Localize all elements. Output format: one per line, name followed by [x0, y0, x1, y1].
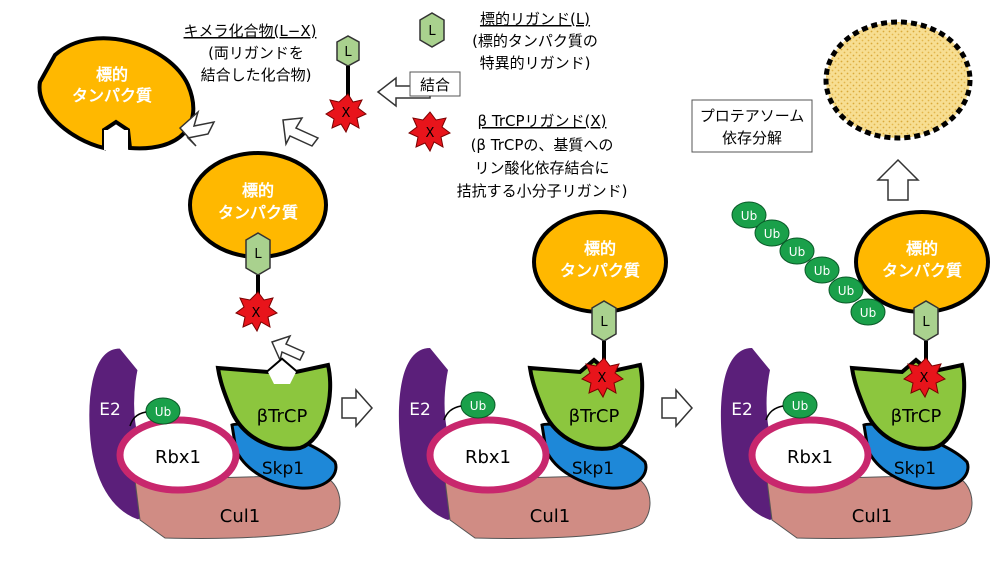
ub-label: Ub	[860, 306, 876, 320]
target-protein-free: 標的 タンパク質	[37, 36, 196, 151]
legend-x-symbol: X	[426, 126, 435, 141]
arrow-right-icon-1	[341, 388, 374, 428]
btrcp-label: βTrCP	[891, 406, 942, 427]
scf-complex-1: E2 Cul1 Skp1 βTrCP Rbx1 Ub	[88, 347, 341, 539]
legend-l-desc-1: (標的タンパク質の	[472, 32, 598, 50]
e2-label: E2	[99, 400, 121, 420]
e2-label: E2	[409, 400, 431, 420]
binding-label: 結合	[420, 76, 450, 94]
ligand-l-symbol: L	[600, 315, 608, 330]
skp1-label: Skp1	[572, 459, 614, 479]
arrow-down-right-icon	[178, 109, 216, 147]
chimera-desc-line2: 結合した化合物)	[201, 66, 312, 84]
rbx1-label: Rbx1	[155, 447, 201, 468]
ligand-x-legend: X β TrCPリガンド(X) (β TrCPの、基質への リン酸化依存結合に …	[408, 111, 628, 200]
ub-label: Ub	[792, 399, 808, 413]
ligand-x-symbol: X	[920, 371, 929, 386]
legend-x-desc-1: (β TrCPの、基質への	[471, 136, 614, 154]
scf-complex-3: E2 Cul1 Skp1 βTrCP Rbx1 Ub 標的 タンパク質 L X …	[720, 201, 990, 539]
cul1-label: Cul1	[530, 506, 570, 527]
ligand-x-symbol: X	[598, 371, 607, 386]
cul1-label: Cul1	[220, 506, 260, 527]
chimera-title: キメラ化合物(L−X)	[184, 22, 317, 40]
binding-label-box: 結合	[409, 71, 461, 97]
chimera-compound: L X	[325, 35, 367, 134]
ub-label: Ub	[470, 399, 486, 413]
ligand-l-symbol: L	[922, 315, 930, 330]
ub-label: Ub	[741, 209, 757, 223]
btrcp-label: βTrCP	[569, 406, 620, 427]
target-protein-label-2: タンパク質	[72, 86, 152, 105]
cul1-label: Cul1	[852, 506, 892, 527]
target-protein-label-1: 標的	[906, 239, 938, 258]
arrow-right-icon-2	[661, 388, 694, 428]
chimera-ligand-x: X	[342, 106, 351, 121]
proteasome-label-2: 依存分解	[722, 129, 782, 147]
legend-l-title: 標的リガンド(L)	[480, 10, 590, 28]
arrow-down-left-icon	[282, 117, 320, 147]
ligand-l-symbol: L	[254, 247, 262, 262]
ub-label: Ub	[814, 264, 830, 278]
arrow-down-icon-2	[270, 334, 306, 363]
ub-label: Ub	[789, 245, 805, 259]
ub-label: Ub	[838, 284, 854, 298]
skp1-label: Skp1	[262, 459, 304, 479]
ub-label: Ub	[155, 405, 171, 419]
proteasome-label-1: プロテアソーム	[700, 107, 805, 125]
target-protein-label-1: 標的	[584, 239, 616, 258]
legend-x-title: β TrCPリガンド(X)	[478, 112, 607, 130]
rbx1-label: Rbx1	[465, 447, 511, 468]
chimera-ligand-l: L	[344, 45, 352, 60]
e2-label: E2	[731, 400, 753, 420]
target-protein-label-1: 標的	[96, 65, 128, 84]
proteasome-degradation: プロテアソーム 依存分解	[691, 19, 973, 201]
target-protein-label-2: タンパク質	[560, 261, 640, 280]
chimera-desc-line1: (両リガンドを	[208, 44, 304, 62]
target-protein-label-1: 標的	[242, 181, 274, 200]
legend-l-symbol: L	[428, 24, 436, 39]
rbx1-label: Rbx1	[787, 447, 833, 468]
arrows-combine	[178, 76, 431, 363]
ub-label: Ub	[764, 227, 780, 241]
target-with-chimera: 標的 タンパク質 L X	[188, 151, 328, 333]
target-protein-label-2: タンパク質	[218, 203, 298, 222]
legend-x-desc-3: 拮抗する小分子リガンド)	[457, 182, 628, 200]
legend-l-desc-2: 特異的リガンド)	[480, 54, 591, 72]
chimera-caption: キメラ化合物(L−X) (両リガンドを 結合した化合物)	[184, 22, 317, 84]
scf-complex-2: E2 Cul1 Skp1 βTrCP Rbx1 Ub 標的 タンパク質 L X	[398, 210, 668, 539]
target-protein-label-2: タンパク質	[882, 261, 962, 280]
ligand-x-symbol: X	[252, 306, 261, 321]
btrcp-label: βTrCP	[257, 406, 308, 427]
legend-x-desc-2: リン酸化依存結合に	[474, 159, 609, 177]
skp1-label: Skp1	[894, 459, 936, 479]
ligand-l-legend: L 標的リガンド(L) (標的タンパク質の 特異的リガンド)	[419, 10, 598, 72]
arrow-up-icon	[876, 158, 920, 201]
ubiquitin-chain: Ub Ub Ub Ub Ub Ub	[731, 201, 886, 326]
